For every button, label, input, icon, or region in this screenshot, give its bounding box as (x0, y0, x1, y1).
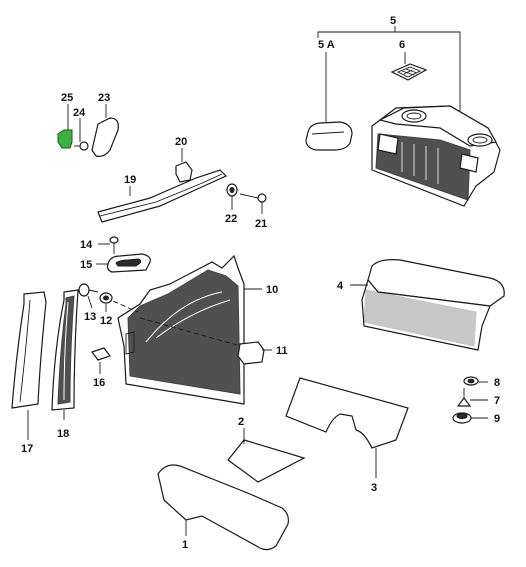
part-12-washer[interactable] (99, 292, 113, 312)
part-8-washer[interactable] (463, 376, 488, 386)
part-23-cover[interactable] (91, 104, 119, 157)
label-3[interactable]: 3 (371, 482, 377, 494)
label-4[interactable]: 4 (337, 280, 344, 292)
part-11-clip[interactable] (237, 341, 272, 365)
label-5[interactable]: 5 (390, 15, 396, 27)
label-5a[interactable]: 5 A (318, 39, 335, 51)
label-13[interactable]: 13 (84, 311, 96, 323)
part-9-knob[interactable] (452, 412, 488, 424)
part-16-clip[interactable] (91, 347, 111, 374)
part-4-shelf[interactable] (350, 259, 505, 351)
label-16[interactable]: 16 (93, 377, 105, 389)
label-15[interactable]: 15 (80, 259, 92, 271)
label-14[interactable]: 14 (80, 239, 93, 251)
part-6-grille[interactable] (390, 52, 428, 81)
label-20[interactable]: 20 (175, 136, 187, 148)
part-21-screw[interactable] (239, 193, 267, 214)
part-1-mat[interactable] (157, 464, 289, 551)
part-7-screw[interactable] (456, 388, 488, 407)
part-19-rail[interactable] (97, 169, 228, 223)
part-5-console[interactable] (371, 105, 501, 207)
part-10-panel[interactable] (117, 254, 262, 405)
part-3-mat[interactable] (285, 377, 409, 478)
part-20-bracket[interactable] (175, 148, 193, 183)
label-2[interactable]: 2 (238, 416, 244, 428)
part-18-pillar[interactable] (51, 289, 79, 420)
label-11[interactable]: 11 (276, 345, 288, 357)
label-1[interactable]: 1 (182, 539, 188, 551)
part-13-screw[interactable] (78, 283, 99, 309)
assembly-line (105, 297, 249, 349)
part-22-grommet[interactable] (226, 183, 238, 210)
part-17-pillar[interactable] (11, 291, 47, 440)
label-18[interactable]: 18 (57, 428, 69, 440)
label-25[interactable]: 25 (61, 92, 73, 104)
label-17[interactable]: 17 (21, 443, 33, 455)
label-12[interactable]: 12 (100, 315, 112, 327)
label-23[interactable]: 23 (98, 92, 110, 104)
part-5a-lamp[interactable] (305, 52, 353, 151)
label-21[interactable]: 21 (255, 218, 267, 230)
label-6[interactable]: 6 (399, 39, 405, 51)
label-24[interactable]: 24 (73, 107, 86, 119)
part-5-bracket (317, 26, 461, 112)
label-8[interactable]: 8 (494, 377, 500, 389)
part-24-screw[interactable] (74, 118, 89, 151)
part-14-screw[interactable] (98, 236, 119, 254)
label-19[interactable]: 19 (124, 174, 136, 186)
label-9[interactable]: 9 (494, 413, 500, 425)
part-15-handle[interactable] (96, 253, 151, 273)
label-10[interactable]: 10 (266, 284, 278, 296)
label-7[interactable]: 7 (494, 395, 500, 407)
label-22[interactable]: 22 (225, 213, 237, 225)
part-25-bracket-highlighted[interactable] (57, 104, 73, 149)
part-2-mat[interactable] (227, 428, 306, 483)
